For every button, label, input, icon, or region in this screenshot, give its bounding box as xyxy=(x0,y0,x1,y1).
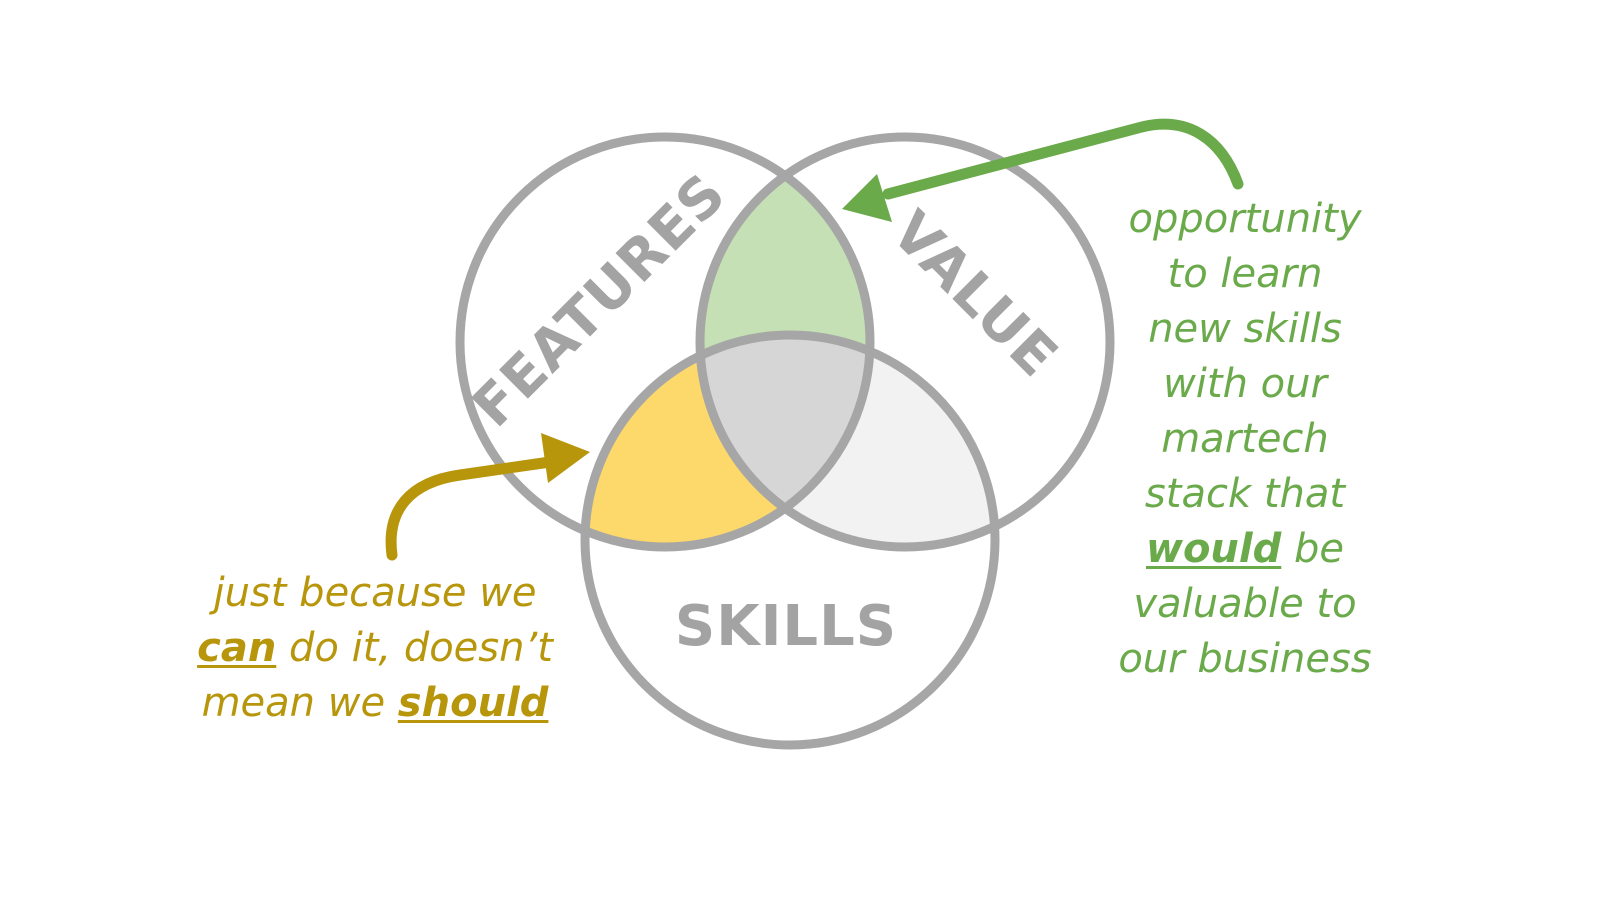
would-emphasis: would xyxy=(1146,526,1282,572)
right-annotation: opportunity to learn new skills with our… xyxy=(1090,192,1400,687)
left-arrow xyxy=(385,433,590,561)
right-annotation-line-8: valuable to xyxy=(1133,581,1357,627)
left-annotation: just because we can do it, doesn’t mean … xyxy=(155,566,595,731)
features-circle xyxy=(455,132,875,552)
left-arrowhead xyxy=(541,433,590,483)
left-annotation-line-2-rest: do it, doesn’t xyxy=(276,625,553,671)
can-emphasis: can xyxy=(197,625,277,671)
right-annotation-line-7-rest: be xyxy=(1281,526,1344,572)
right-annotation-line-4: with our xyxy=(1163,361,1327,407)
value-circle xyxy=(695,132,1115,552)
right-annotation-line-9: our business xyxy=(1118,636,1372,682)
left-annotation-line-2: can do it, doesn’t xyxy=(155,621,595,676)
left-annotation-line-1: just because we xyxy=(213,570,537,616)
left-annotation-line-3-pre: mean we xyxy=(201,680,398,726)
skills-label: SKILLS xyxy=(675,594,897,659)
skills-circle xyxy=(580,330,1000,750)
should-emphasis: should xyxy=(397,680,549,726)
right-annotation-line-3: new skills xyxy=(1148,306,1342,352)
right-annotation-line-5: martech xyxy=(1161,416,1329,462)
right-arrowhead xyxy=(842,174,892,222)
right-annotation-line-2: to learn xyxy=(1167,251,1323,297)
right-arrow xyxy=(842,118,1244,222)
right-annotation-line-1: opportunity xyxy=(1128,196,1362,242)
right-annotation-line-7: would be xyxy=(1090,522,1400,577)
right-annotation-line-6: stack that xyxy=(1144,471,1346,517)
value-label: VALUE xyxy=(879,199,1070,390)
left-annotation-line-3: mean we should xyxy=(155,676,595,731)
